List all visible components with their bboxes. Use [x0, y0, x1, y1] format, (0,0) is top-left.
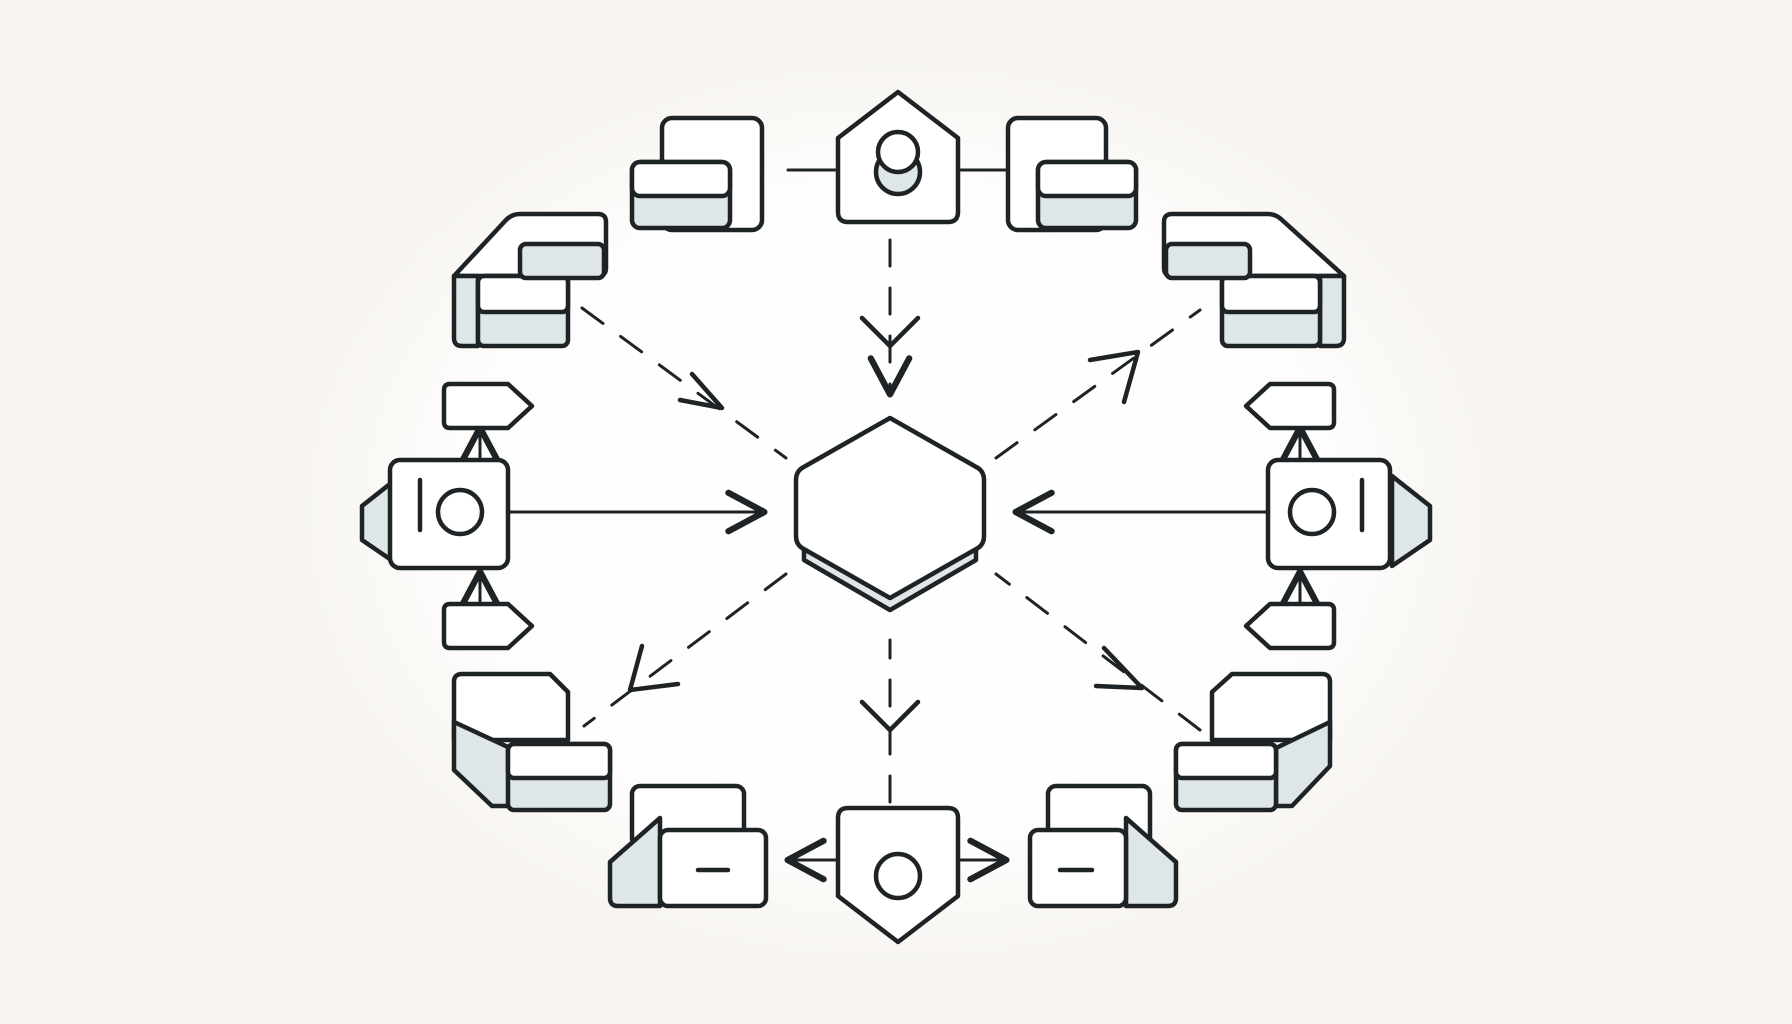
chevron-icon	[1093, 645, 1145, 691]
arrow-tag-left-icon	[1243, 381, 1337, 431]
node-top-right	[1005, 115, 1139, 233]
hexagon-hub-icon	[793, 415, 987, 601]
arrow-tag-right-icon	[441, 381, 535, 431]
chevron-icon	[627, 643, 681, 693]
node-top-left	[629, 115, 765, 233]
node-lower-left	[451, 671, 613, 813]
stacked-blocks-side	[1317, 273, 1347, 349]
node-lower-right	[1173, 671, 1333, 813]
node-left	[359, 457, 511, 571]
block-top-face	[517, 241, 607, 281]
block-front-face	[475, 273, 571, 315]
connector-upper-left-center	[580, 306, 788, 460]
chevron-down-icon	[859, 699, 921, 733]
folder-front-face	[1035, 159, 1139, 199]
block-front-face	[1219, 273, 1323, 315]
side-tags	[441, 381, 1337, 651]
connector-center-lower-left	[582, 572, 788, 728]
node-upper-left	[451, 211, 609, 349]
chevron-icon	[677, 371, 725, 411]
stacked-blocks-back	[451, 671, 571, 743]
node-top	[835, 89, 961, 225]
connectors	[457, 168, 1323, 883]
block-front-face	[505, 741, 613, 781]
chevron-down-icon	[859, 315, 921, 349]
stacked-blocks-side	[1273, 719, 1333, 809]
stacked-blocks-side	[451, 273, 481, 349]
block-top-face	[1163, 241, 1253, 281]
connector-center-upper-right	[994, 308, 1202, 460]
connector-lower-right-center	[994, 572, 1202, 732]
node-bottom-right	[1027, 783, 1179, 909]
node-upper-right	[1161, 211, 1347, 349]
open-folder-side	[1123, 815, 1179, 909]
node-right	[1265, 457, 1433, 571]
arrow-tag-right-icon	[441, 601, 535, 651]
user-badge-side	[1389, 473, 1433, 569]
node-bottom-left	[607, 783, 769, 909]
avatar-icon	[873, 851, 923, 901]
block-front-face	[1173, 741, 1279, 781]
stacked-blocks-side	[451, 719, 513, 809]
avatar-icon	[1287, 487, 1337, 537]
stacked-blocks-back	[1209, 671, 1333, 743]
chevron-icon	[1087, 349, 1141, 405]
center-hub	[793, 415, 987, 613]
arrow-tag-left-icon	[1243, 601, 1337, 651]
avatar-icon	[435, 487, 485, 537]
open-folder-side	[607, 815, 663, 909]
avatar-icon	[875, 129, 921, 175]
node-bottom	[835, 805, 961, 945]
folder-front-face	[629, 159, 733, 199]
